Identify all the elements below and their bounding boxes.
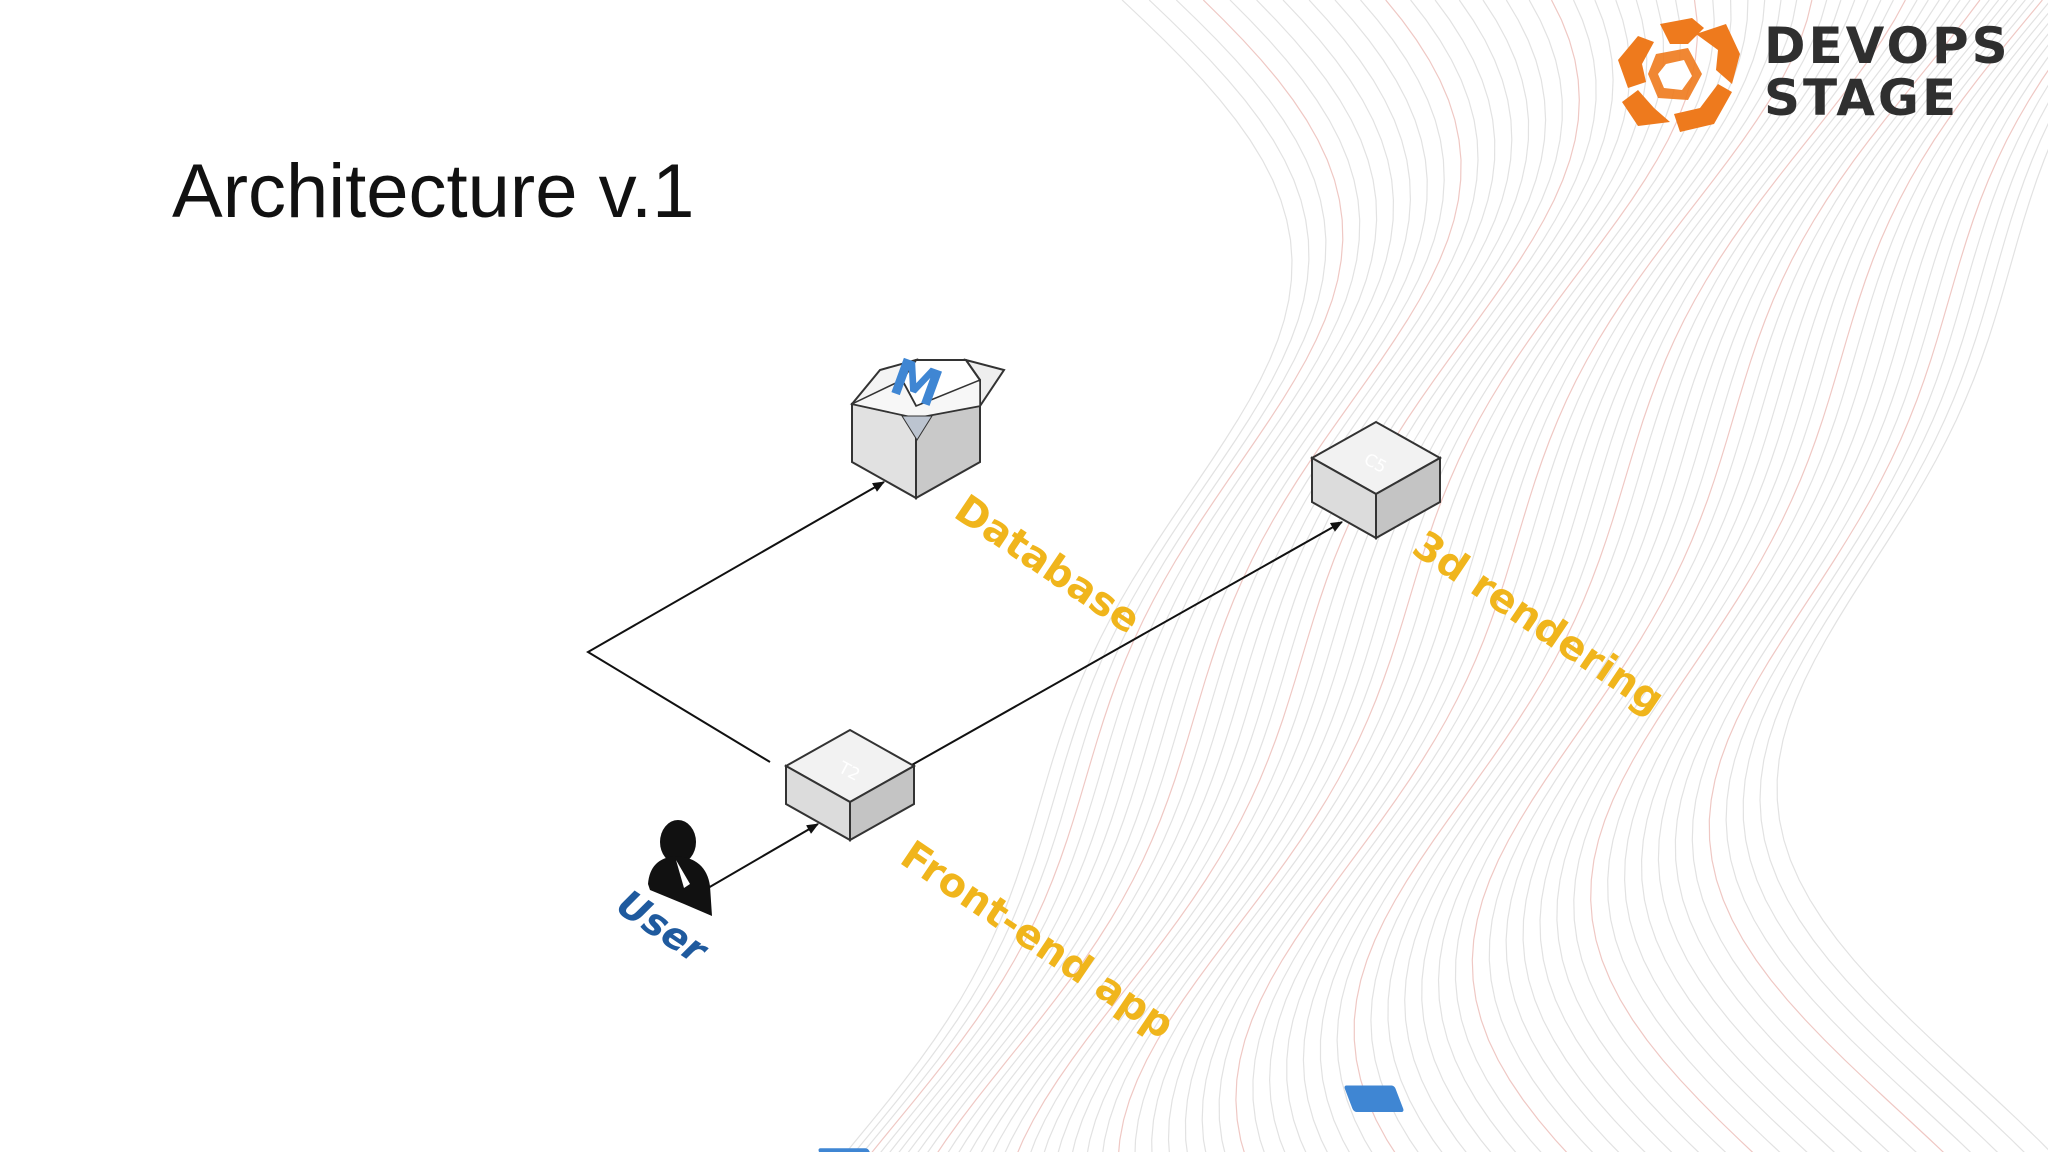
wave-line: [1017, 0, 1580, 1152]
wave-line: [1556, 0, 2026, 1152]
wave-line: [1708, 69, 2048, 1152]
wave-line: [1539, 0, 2018, 1152]
wave-line: [1134, 0, 1715, 1152]
wave-line: [854, 0, 1310, 1152]
logo-text-stage: STAGE: [1764, 69, 1960, 127]
wave-line: [1151, 0, 1732, 1152]
wave-line: [980, 0, 1530, 1152]
wave-line: [1319, 0, 1882, 1152]
wave-line: [1623, 12, 2048, 1152]
user-icon: [648, 820, 712, 916]
wave-line: [1252, 0, 1828, 1152]
wave-line: [1201, 0, 1782, 1152]
wave-line: [1387, 0, 1929, 1152]
wave-line: [862, 0, 1327, 1152]
wave-line: [1043, 0, 1614, 1152]
frontend-to-rendering-arrow: [909, 521, 1343, 767]
wave-line: [958, 0, 1496, 1152]
devops-stage-logo-mark: [1618, 18, 1740, 132]
wave-line: [1218, 0, 1798, 1152]
wave-line: [871, 0, 1344, 1152]
wave-line: [917, 0, 1428, 1152]
frontend-to-database-arrow: [586, 481, 885, 763]
wave-line: [1725, 84, 2048, 1152]
wave-line: [1742, 102, 2048, 1152]
wave-line: [1437, 0, 1961, 1152]
wave-line: [1167, 0, 1749, 1152]
wave-line: [1759, 122, 2048, 1152]
rendering-label: 3d rendering: [1404, 522, 1672, 723]
wave-line: [1102, 0, 1682, 1152]
wave-line: [927, 0, 1445, 1152]
wave-line: [1691, 56, 2048, 1152]
wave-line: [947, 0, 1479, 1152]
wave-line: [969, 0, 1513, 1152]
devops-stage-logo: DEVOPS STAGE: [1608, 14, 2048, 134]
logo-text-devops: DEVOPS: [1764, 17, 2011, 75]
wave-line: [1072, 0, 1648, 1152]
wave-line: [1674, 44, 2048, 1152]
wave-line: [898, 0, 1395, 1152]
database-node[interactable]: M: [849, 347, 1006, 500]
wave-line: [1421, 0, 1951, 1152]
wave-line: [1118, 0, 1698, 1152]
wave-line: [1235, 0, 1813, 1152]
frontend-node[interactable]: T2: [783, 728, 917, 1152]
wave-line: [1454, 0, 1971, 1152]
database-label: Database: [946, 486, 1148, 643]
wave-line: [1353, 0, 1906, 1152]
wave-line: [880, 0, 1361, 1152]
wave-line: [1522, 0, 2009, 1152]
wave-line: [937, 0, 1462, 1152]
wave-line: [1640, 22, 2048, 1152]
wave-line: [1057, 0, 1631, 1152]
wave-line: [1086, 0, 1665, 1152]
wave-line: [1590, 0, 2043, 1152]
wave-line: [992, 0, 1547, 1152]
wave-line: [1370, 0, 1918, 1152]
wave-line: [1573, 0, 2035, 1152]
wave-line: [1657, 33, 2048, 1152]
wave-line: [1505, 0, 2000, 1152]
wave-line: [1030, 0, 1597, 1152]
wave-line: [845, 0, 1293, 1152]
wave-line: [1471, 0, 1981, 1152]
rendering-node[interactable]: C5: [1309, 420, 1443, 1112]
slide-title: Architecture v.1: [172, 149, 695, 234]
user-to-frontend-arrow: [707, 823, 819, 889]
wave-line: [1286, 0, 1856, 1152]
wave-line: [889, 0, 1378, 1152]
wave-line: [1184, 0, 1766, 1152]
wave-line: [1268, 0, 1842, 1152]
wave-line: [1607, 2, 2048, 1152]
wave-line: [1336, 0, 1894, 1152]
wave-line: [1488, 0, 1990, 1152]
frontend-label: Front-end app: [892, 832, 1182, 1048]
wave-line: [907, 0, 1412, 1152]
connection-lines: [586, 481, 1343, 889]
wave-line: [1776, 148, 2048, 1151]
wave-line: [1404, 0, 1940, 1152]
wave-line: [1302, 0, 1869, 1152]
wave-line: [1004, 0, 1563, 1152]
